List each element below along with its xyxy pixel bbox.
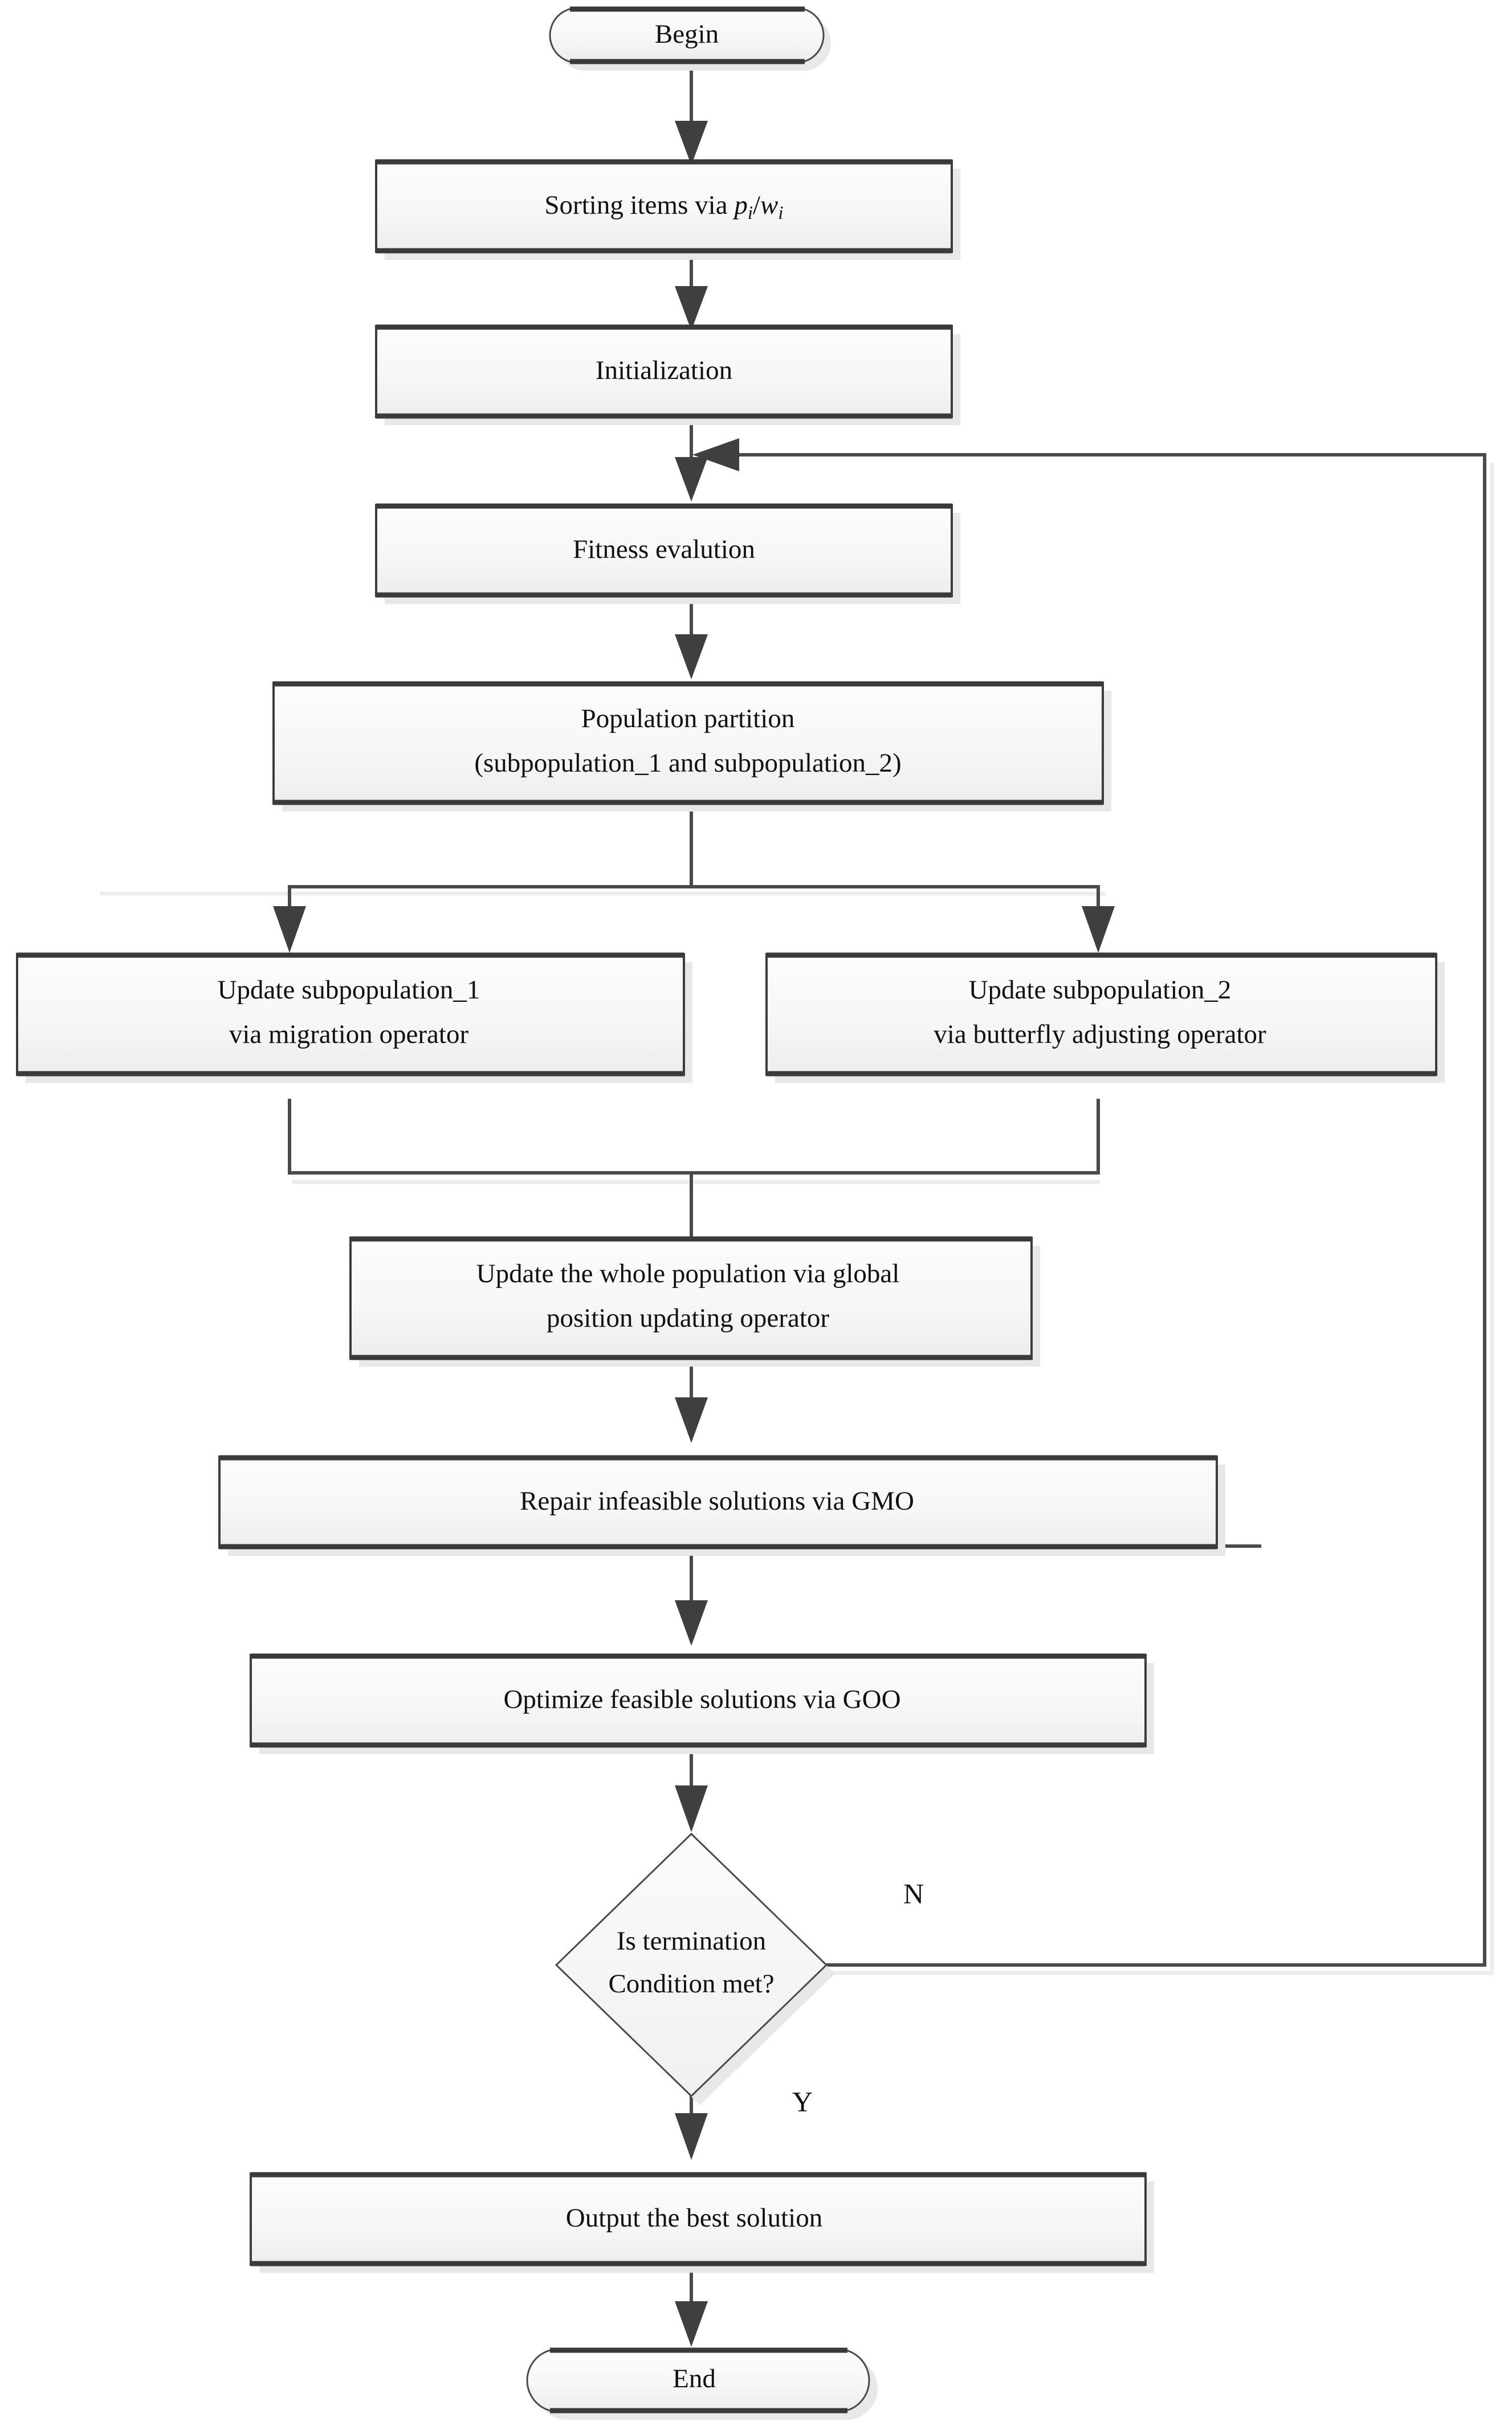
node-population-partition-label-line1: Population partition <box>581 704 795 733</box>
edge-sorting-to-initialization <box>675 252 708 331</box>
edge-label-yes: Y <box>792 2085 813 2117</box>
node-sorting-items-label: Sorting items via pi/wi <box>544 190 783 223</box>
node-population-partition[interactable]: Population partition (subpopulation_1 an… <box>272 681 1111 812</box>
node-fitness-evaluation-label: Fitness evalution <box>573 535 755 564</box>
node-termination-decision[interactable]: Is termination Condition met? <box>555 1832 835 2105</box>
edge-output-to-end <box>675 2262 708 2347</box>
node-global-position-update-label-line2: position updating operator <box>547 1303 829 1333</box>
node-termination-decision-label-line2: Condition met? <box>608 1969 774 1999</box>
node-repair-infeasible-solutions-label: Repair infeasible solutions via GMO <box>520 1486 914 1516</box>
edge-repair-to-optimize <box>675 1544 1261 1646</box>
node-initialization-label: Initialization <box>596 356 732 385</box>
edge-partition-split <box>100 810 1115 953</box>
edge-initialization-to-fitness <box>675 418 708 502</box>
node-repair-infeasible-solutions[interactable]: Repair infeasible solutions via GMO <box>218 1455 1225 1556</box>
node-update-subpopulation-1[interactable]: Update subpopulation_1 via migration ope… <box>16 952 692 1083</box>
node-termination-decision-label-line1: Is termination <box>617 1926 766 1956</box>
edge-updates-merge <box>288 1099 1100 1237</box>
node-update-subpopulation-1-label-line1: Update subpopulation_1 <box>218 975 480 1005</box>
node-begin-label: Begin <box>655 19 719 49</box>
edge-fitness-to-partition <box>675 596 708 679</box>
node-optimize-feasible-solutions[interactable]: Optimize feasible solutions via GOO <box>250 1653 1154 1754</box>
node-begin[interactable]: Begin <box>549 6 831 71</box>
node-initialization[interactable]: Initialization <box>375 324 960 425</box>
node-sorting-items[interactable]: Sorting items via pi/wi <box>375 159 960 260</box>
edge-decision-no-feedback <box>692 438 1494 1975</box>
node-global-position-update[interactable]: Update the whole population via global p… <box>349 1236 1040 1367</box>
node-update-subpopulation-2-label-line1: Update subpopulation_2 <box>969 975 1232 1005</box>
node-update-subpopulation-1-label-line2: via migration operator <box>229 1020 469 1049</box>
edge-label-no: N <box>903 1877 924 1909</box>
edge-global-to-repair <box>675 1359 708 1443</box>
node-global-position-update-label-line1: Update the whole population via global <box>476 1259 900 1289</box>
node-update-subpopulation-2[interactable]: Update subpopulation_2 via butterfly adj… <box>765 952 1445 1083</box>
node-optimize-feasible-solutions-label: Optimize feasible solutions via GOO <box>503 1685 900 1714</box>
node-population-partition-label-line2: (subpopulation_1 and subpopulation_2) <box>474 748 901 778</box>
node-fitness-evaluation[interactable]: Fitness evalution <box>375 503 960 604</box>
node-output-best-solution[interactable]: Output the best solution <box>250 2172 1154 2273</box>
node-output-best-solution-label: Output the best solution <box>566 2203 822 2233</box>
node-end[interactable]: End <box>526 2347 878 2420</box>
node-end-label: End <box>673 2364 716 2394</box>
node-update-subpopulation-2-label-line2: via butterfly adjusting operator <box>934 1020 1266 1049</box>
edge-optimize-to-decision <box>675 1744 708 1832</box>
edge-begin-to-sorting <box>675 70 708 165</box>
